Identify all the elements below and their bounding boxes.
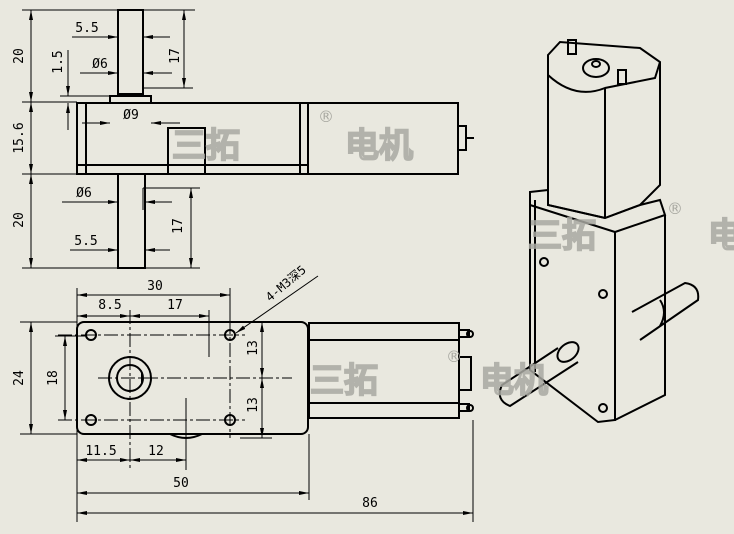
watermark: 三拓 ® 电机 三拓 ® 电机 三拓 ® 电 (171, 107, 734, 402)
dim-gearbox-length: 50 (173, 476, 189, 491)
dim-len-top: 17 (168, 48, 183, 64)
watermark-registered: ® (446, 347, 462, 366)
bottom-shaft (117, 173, 146, 269)
dim-shaft-offset: 11.5 (85, 444, 116, 459)
watermark-product: 电机 (345, 126, 413, 166)
dim-flat-bottom: 5.5 (74, 234, 97, 249)
front-shaft (498, 347, 579, 408)
shaft-collar (109, 95, 152, 104)
watermark-product-partial: 电 (708, 216, 734, 256)
dim-len-bottom: 17 (171, 218, 186, 234)
top-view: 20 15.6 20 1.5 5.5 Ø6 17 Ø9 Ø6 17 5.5 (12, 9, 474, 269)
gearbox-body (529, 188, 667, 424)
dim-hole-pitch-v: 18 (46, 370, 61, 386)
side-shaft (631, 281, 700, 341)
gear-housing (167, 127, 206, 175)
dim-dia-collar: Ø9 (123, 108, 139, 123)
watermark-brand: 三拓 (172, 126, 240, 166)
watermark-registered: ® (318, 107, 334, 126)
dim-hole-offset: 8.5 (98, 298, 121, 313)
dim-total-length: 86 (362, 496, 378, 511)
dim-height-top: 20 (12, 48, 27, 64)
dim-shaft-to-gear: 12 (148, 444, 164, 459)
dim-height-body: 15.6 (12, 122, 27, 153)
dim-dia-bottom: Ø6 (76, 186, 92, 201)
watermark-brand: 三拓 (528, 216, 596, 256)
motor-terminal (457, 125, 467, 151)
isometric-view (498, 39, 700, 424)
dim-height-bottom: 20 (12, 212, 27, 228)
dim-collar-height: 1.5 (51, 50, 66, 73)
dim-hole-to-center: 17 (167, 298, 183, 313)
dim-hole-span: 30 (147, 279, 163, 294)
dim-height-total: 24 (12, 370, 27, 386)
dim-flat-top: 5.5 (75, 21, 98, 36)
dim-half-lower: 13 (246, 397, 261, 413)
dim-dia-top: Ø6 (92, 57, 108, 72)
dim-half-upper: 13 (246, 340, 261, 356)
front-view: 30 8.5 17 4-M3深5 24 18 13 13 11.5 12 50 … (12, 263, 474, 522)
watermark-product: 电机 (480, 361, 548, 401)
top-shaft (117, 9, 144, 95)
watermark-registered: ® (667, 199, 683, 218)
watermark-brand: 三拓 (310, 361, 378, 401)
